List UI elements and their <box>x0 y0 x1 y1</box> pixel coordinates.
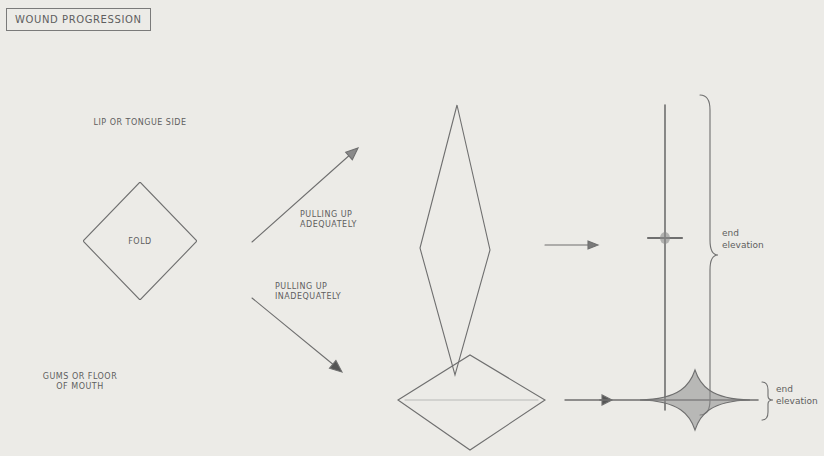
side-label: GUMS OR FLOOR OF MOUTH <box>36 372 124 393</box>
arrow-head <box>330 361 343 373</box>
diagram-title: WOUND PROGRESSION <box>6 8 151 31</box>
arrow-line <box>565 399 604 400</box>
bracket <box>700 95 718 415</box>
node-label: FOLD <box>128 237 152 246</box>
bracket <box>762 382 773 420</box>
closed-wound-line <box>664 105 666 410</box>
arrow-label: PULLING UP INADEQUATELY <box>275 282 367 303</box>
arrow-head <box>346 148 358 160</box>
wide-wound-diamond <box>398 355 545 450</box>
wound-smudge <box>660 232 670 244</box>
pucker-shape <box>640 370 750 430</box>
bracket-note: end elevation <box>776 384 822 407</box>
bracket-note: end elevation <box>722 228 770 251</box>
fold-diamond: FOLD <box>83 182 197 300</box>
arrow-head <box>588 241 598 249</box>
side-label: LIP OR TONGUE SIDE <box>88 118 192 128</box>
arrow-label: PULLING UP ADEQUATELY <box>300 210 380 231</box>
arrow-line <box>545 244 590 245</box>
diamond-path <box>83 182 197 300</box>
arrow-line <box>252 298 335 366</box>
narrow-wound-diamond <box>420 105 490 375</box>
fold-line <box>405 400 538 401</box>
